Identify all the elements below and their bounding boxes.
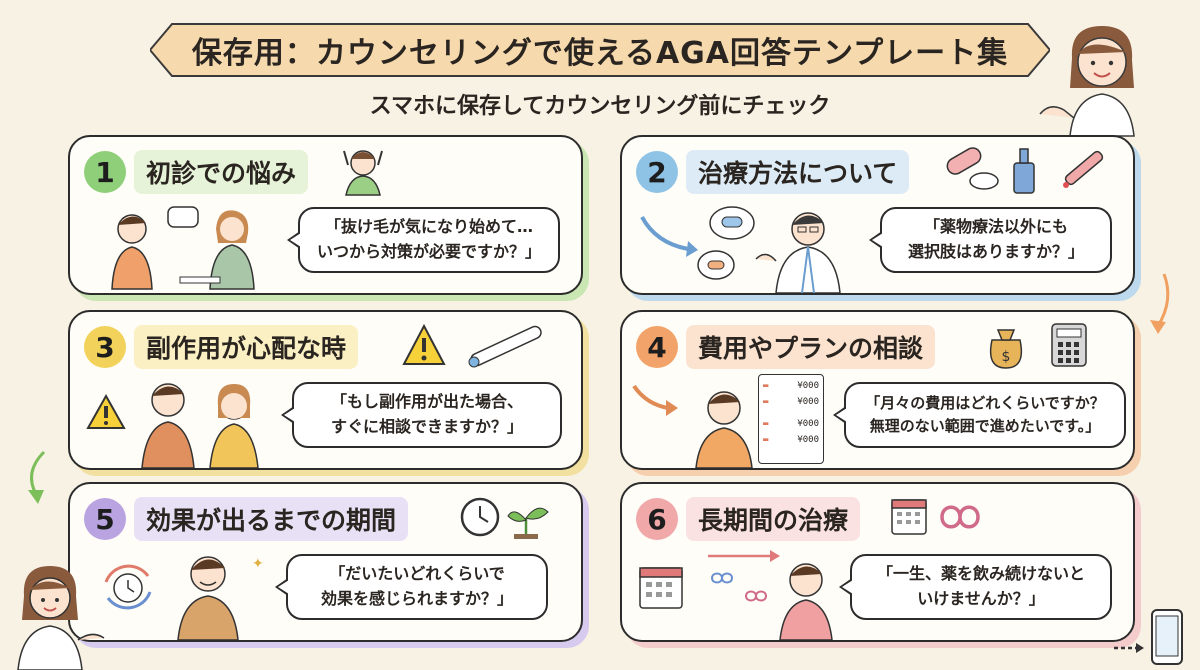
card-number: 4 — [636, 326, 678, 368]
calculator-icon — [1051, 323, 1087, 367]
card-title: 長期間の治療 — [686, 497, 861, 541]
smartphone-icon — [1114, 609, 1183, 665]
calendar-icon — [891, 499, 927, 535]
card-title: 効果が出るまでの期間 — [134, 497, 409, 541]
header-icons: $ — [989, 323, 1087, 369]
card-number: 1 — [84, 151, 126, 193]
card-5-effect-period: 5 効果が出るまでの期間 ✦ 「だいたいどれくらいで 効果を感じられますか？」 — [68, 482, 583, 642]
tablet-icon — [969, 172, 999, 190]
page-subtitle: スマホに保存してカウンセリング前にチェック — [369, 94, 831, 119]
question-bubble: 「薬物療法以外にも 選択肢はありますか？」 — [869, 207, 1112, 273]
page-title: 保存用：カウンセリングで使えるAGA回答テンプレート集 — [191, 36, 1009, 71]
card-number: 5 — [84, 498, 126, 540]
price-list-icon: ▬¥000 ▬¥000 ▬¥000 ▬¥000 — [758, 374, 824, 464]
dropper-bottle-icon — [1013, 148, 1035, 194]
warning-icon — [402, 323, 446, 365]
counselor-woman-icon — [17, 566, 105, 670]
card-3-side-effects: 3 副作用が心配な時 「もし副作用が出た場合、 すぐに相談できますか？」 — [68, 310, 583, 470]
title-banner: 保存用：カウンセリングで使えるAGA回答テンプレート集 — [150, 20, 1050, 80]
question-bubble: 「一生、薬を飲み続けないと いけませんか？」 — [839, 554, 1112, 620]
card-header: 5 効果が出るまでの期間 — [84, 497, 409, 541]
card-title: 治療方法について — [686, 150, 910, 194]
bubble-line-1: 「薬物療法以外にも — [923, 217, 1068, 237]
worried-couple-icon — [86, 383, 259, 468]
card-6-long-term-treatment: 6 長期間の治療 「一生、薬を飲み続けないと いけませんか？」 — [620, 482, 1135, 642]
stressed-person-icon — [343, 150, 383, 196]
card-header: 1 初診での悩み — [84, 150, 309, 194]
consulting-people-icon — [111, 206, 255, 290]
bubble-line-2: 無理のない範囲で進めたいです。」 — [869, 417, 1101, 435]
thermometer-icon — [468, 325, 542, 368]
laser-pen-icon — [1063, 150, 1104, 188]
card-header: 2 治療方法について — [636, 150, 910, 194]
bubble-line-1: 「だいたいどれくらいで — [329, 564, 505, 584]
bubble-line-1: 「抜け毛が気になり始めて… — [324, 217, 533, 237]
thinking-man-icon — [639, 550, 833, 640]
banner-ribbon-shape — [150, 23, 1050, 77]
bubble-line-2: いつから対策が必要ですか？」 — [316, 242, 541, 261]
counselor-woman-icon — [1039, 26, 1135, 137]
svg-text:$: $ — [1002, 349, 1011, 365]
card-4-cost-plan: 4 費用やプランの相談 $ ▬¥000 ▬¥000 ▬¥000 ▬¥000 「月… — [620, 310, 1135, 470]
question-bubble: 「だいたいどれくらいで 効果を感じられますか？」 — [275, 554, 548, 620]
question-bubble: 「抜け毛が気になり始めて… いつから対策が必要ですか？」 — [287, 207, 560, 273]
card-title: 費用やプランの相談 — [686, 325, 936, 369]
arrow-icon — [640, 216, 689, 251]
header-icons — [460, 497, 549, 539]
bubble-line-1: 「月々の費用はどれくらいですか？ — [865, 393, 1105, 412]
bubble-line-2: 効果を感じられますか？」 — [320, 589, 513, 608]
header-icons — [402, 323, 542, 368]
card-header: 4 費用やプランの相談 — [636, 325, 936, 369]
infinity-icon — [940, 505, 980, 529]
card-number: 2 — [636, 151, 678, 193]
bubble-line-2: いけませんか？」 — [917, 589, 1045, 608]
smiling-man-icon: ✦ — [104, 556, 264, 640]
price-row: ¥000 — [797, 435, 819, 445]
bubble-line-2: すぐに相談できますか？」 — [330, 417, 523, 436]
svg-text:✦: ✦ — [252, 556, 264, 572]
timeline-arrow-icon — [708, 550, 780, 602]
bubble-line-2: 選択肢はありますか？」 — [907, 242, 1084, 261]
money-bag-icon: $ — [989, 329, 1023, 369]
card-title: 副作用が心配な時 — [134, 325, 359, 369]
man-pointing-icon — [632, 384, 753, 468]
header-icons — [891, 499, 980, 535]
card-2-treatment-methods: 2 治療方法について 「薬物療法以外にも 選択肢はありますか？」 — [620, 135, 1135, 295]
calendar-icon — [639, 567, 683, 609]
bubble-line-1: 「もし副作用が出た場合、 — [330, 392, 523, 412]
card-number: 3 — [84, 326, 126, 368]
price-row: ¥000 — [797, 397, 819, 407]
capsule-icon — [946, 147, 982, 175]
question-bubble: 「月々の費用はどれくらいですか？ 無理のない範囲で進めたいです。」 — [833, 382, 1126, 448]
bubble-line-1: 「一生、薬を飲み続けないと — [876, 564, 1085, 584]
card-header: 6 長期間の治療 — [636, 497, 861, 541]
doctor-icon — [640, 206, 841, 293]
card-number: 6 — [636, 498, 678, 540]
card-1-first-visit: 1 初診での悩み 「抜け毛が気になり始めて… いつから対策が必要ですか？」 — [68, 135, 583, 295]
flow-arrow-icon — [1150, 273, 1170, 334]
card-header: 3 副作用が心配な時 — [84, 325, 359, 369]
price-row: ¥000 — [797, 381, 819, 391]
sprout-icon — [507, 507, 549, 539]
medication-icons — [946, 147, 1104, 194]
price-row: ¥000 — [797, 419, 819, 429]
question-bubble: 「もし副作用が出た場合、 すぐに相談できますか？」 — [281, 382, 562, 448]
card-title: 初診での悩み — [134, 150, 309, 194]
cycle-clock-icon — [104, 564, 152, 610]
flow-arrow-icon — [28, 450, 46, 504]
speech-bubble-icon — [167, 206, 199, 228]
clock-icon — [460, 497, 500, 537]
